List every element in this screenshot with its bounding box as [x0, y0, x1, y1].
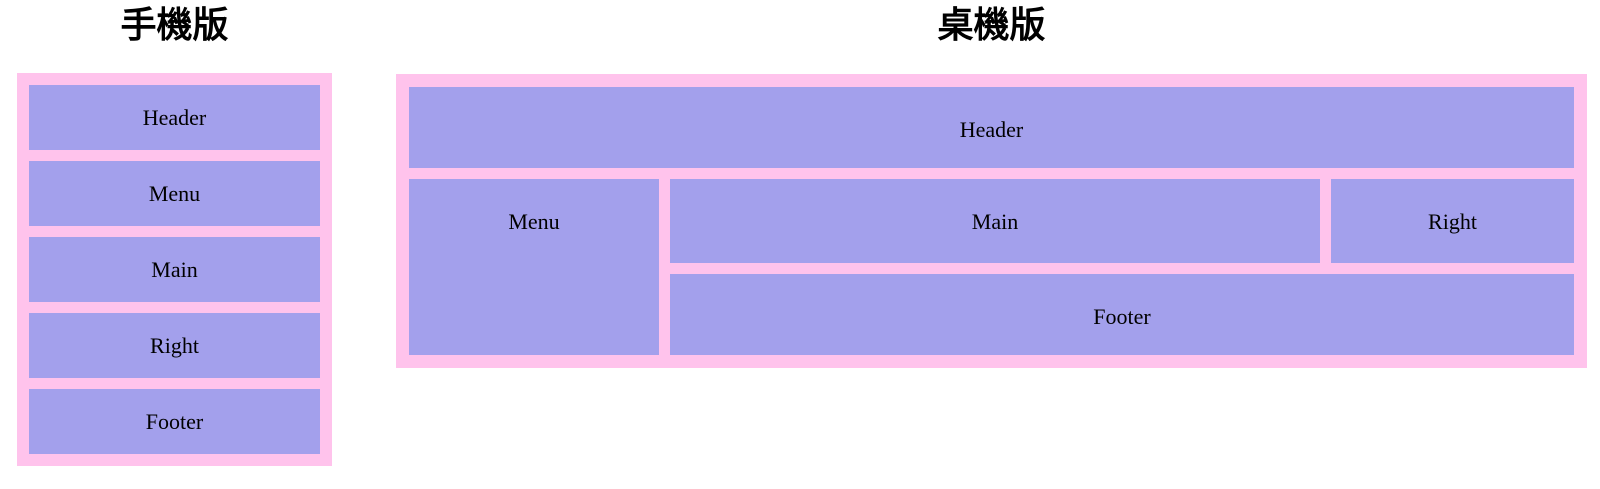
- desktop-layout-container: Header Menu Main Right Footer: [396, 74, 1587, 368]
- desktop-menu-box: Menu: [409, 179, 659, 355]
- desktop-main-box: Main: [670, 179, 1320, 263]
- desktop-footer-box: Footer: [670, 274, 1574, 355]
- desktop-right-box: Right: [1331, 179, 1574, 263]
- mobile-layout-container: Header Menu Main Right Footer: [17, 73, 332, 466]
- mobile-main-box: Main: [29, 237, 320, 302]
- desktop-version-title: 桌機版: [937, 4, 1046, 45]
- mobile-version-title: 手機版: [120, 4, 229, 45]
- mobile-footer-box: Footer: [29, 389, 320, 454]
- desktop-header-box: Header: [409, 87, 1574, 168]
- mobile-header-box: Header: [29, 85, 320, 150]
- mobile-right-box: Right: [29, 313, 320, 378]
- mobile-menu-box: Menu: [29, 161, 320, 226]
